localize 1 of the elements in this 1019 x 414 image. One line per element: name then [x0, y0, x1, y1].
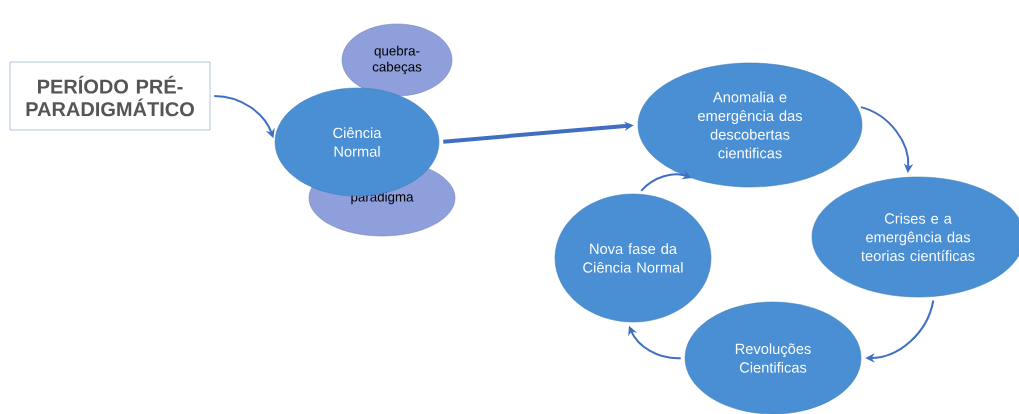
- title-box: PERÍODO PRÉ-PARADIGMÁTICO: [9, 61, 211, 131]
